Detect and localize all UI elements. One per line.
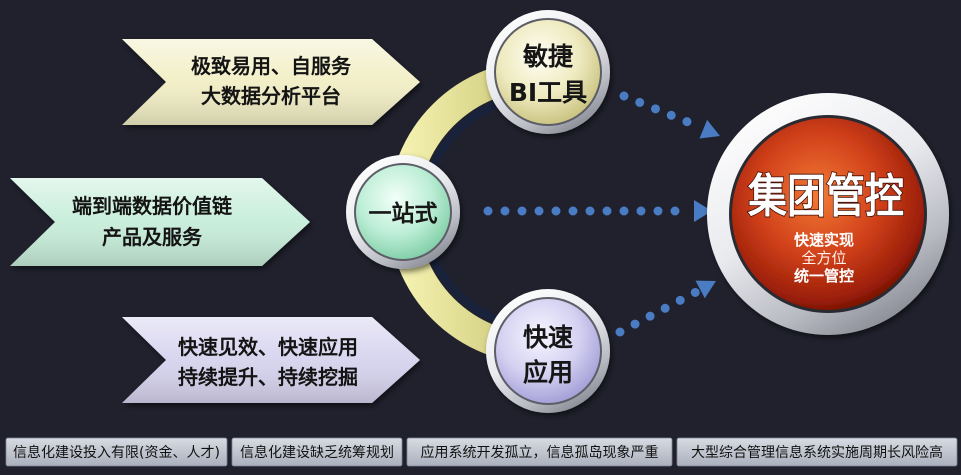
arrowhead-bottom xyxy=(695,280,716,299)
banner-bottom-line1: 快速见效、快速应用 xyxy=(178,335,358,359)
problem-box-3: 应用系统开发孤立，信息孤岛现象严重 xyxy=(406,437,673,467)
banner-arrow-bottom xyxy=(122,317,420,403)
banner-arrow-top xyxy=(122,39,420,125)
dotted-arrow-middle xyxy=(483,200,712,222)
problem-box-4: 大型综合管理信息系统实施周期长风险高 xyxy=(676,437,958,467)
dotted-arrow-bottom xyxy=(615,280,716,337)
problem-box-1-bg xyxy=(5,437,228,467)
hub-line2: 全方位 xyxy=(801,249,846,267)
dotted-arrow-top xyxy=(619,91,720,139)
banner-top-line2: 大数据分析平台 xyxy=(201,84,341,108)
banner-middle-line2: 产品及服务 xyxy=(102,225,203,249)
banner-arrow-top-sheen xyxy=(122,39,420,125)
problem-box-4-bg xyxy=(676,437,958,467)
node-bottom-line2: 应用 xyxy=(523,358,573,387)
banner-bottom-line2: 持续提升、持续挖掘 xyxy=(178,365,358,389)
node-circle-top xyxy=(486,10,610,134)
hub-title: 集团管控 xyxy=(747,169,904,223)
banner-arrow-bottom-sheen xyxy=(122,317,420,403)
problem-box-2: 信息化建设缺乏统筹规划 xyxy=(231,437,403,467)
problem-label-3: 应用系统开发孤立，信息孤岛现象严重 xyxy=(421,444,659,461)
hub-line1: 快速实现 xyxy=(794,231,854,249)
node-circle-middle xyxy=(346,155,460,269)
hub-circle xyxy=(707,93,949,335)
dotted-line-top xyxy=(619,91,705,132)
problem-label-1: 信息化建设投入有限(资金、人才) xyxy=(13,444,220,461)
banner-arrow-middle-sheen xyxy=(10,178,310,266)
node-top-line1: 敏捷 xyxy=(522,42,573,71)
problem-box-2-bg xyxy=(231,437,403,467)
banner-arrow-middle xyxy=(10,178,310,266)
node-middle-fill xyxy=(356,165,450,259)
node-top-fill xyxy=(496,20,600,124)
hub-fill xyxy=(732,118,924,310)
node-bottom-line1: 快速 xyxy=(523,323,573,352)
node-circle-bottom xyxy=(486,289,610,413)
node-bottom-fill xyxy=(496,299,600,403)
problem-box-3-bg xyxy=(406,437,673,467)
problem-label-4: 大型综合管理信息系统实施周期长风险高 xyxy=(691,444,943,461)
hub-line3: 统一管控 xyxy=(794,267,854,285)
dotted-line-bottom xyxy=(615,286,703,337)
arrowhead-top xyxy=(699,119,720,139)
problem-label-2: 信息化建设缺乏统筹规划 xyxy=(240,444,394,461)
problem-box-1: 信息化建设投入有限(资金、人才) xyxy=(5,437,228,467)
arrowhead-middle xyxy=(694,200,712,222)
banner-middle-line1: 端到端数据价值链 xyxy=(72,194,233,218)
node-top-line2: BI工具 xyxy=(509,78,587,107)
banner-top-line1: 极致易用、自服务 xyxy=(191,54,352,78)
node-middle-label: 一站式 xyxy=(369,201,438,227)
